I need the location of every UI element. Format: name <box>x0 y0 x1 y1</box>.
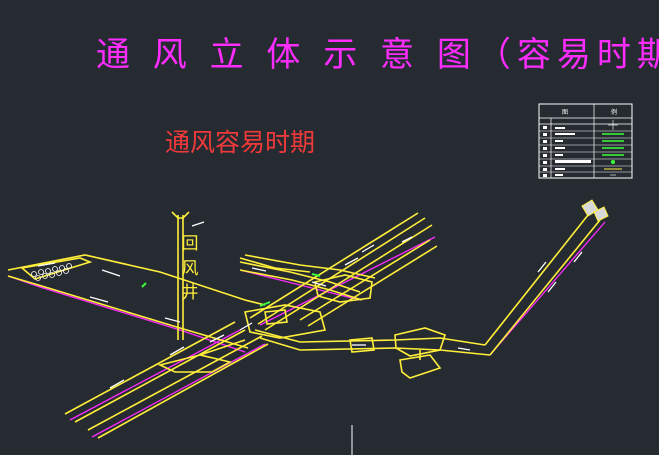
main-title: 通 风 立 体 示 意 图（容易时期） <box>96 35 659 75</box>
left-tunnel-end <box>20 257 93 280</box>
flow-arrow-1 <box>37 262 56 267</box>
regulator-1 <box>259 301 271 307</box>
left-junction-link <box>199 339 246 356</box>
regulator-marks <box>141 273 321 307</box>
flow-arrow-6 <box>169 346 185 356</box>
right-incline-right <box>489 219 601 356</box>
airflow-arrows <box>37 221 583 389</box>
junction-box-b <box>349 337 375 353</box>
central-chamber <box>244 304 327 339</box>
flow-arrow-2 <box>101 269 121 277</box>
upper-drift2-b <box>307 245 438 327</box>
front-drift-2-lower-edge <box>91 343 266 438</box>
trunk-bottom <box>259 337 491 356</box>
flow-arrow-14 <box>537 261 547 273</box>
regulator-2 <box>311 273 321 277</box>
flow-arrow-4 <box>164 317 181 323</box>
upper-drift-a <box>249 212 419 319</box>
mid-drift-a <box>239 261 361 293</box>
front-drift2-b <box>97 343 269 439</box>
right-chamber <box>394 327 447 357</box>
working-face-hatch <box>31 263 72 281</box>
legend-table: 图 例 <box>538 103 633 179</box>
sub-title: 通风容易时期 <box>165 128 316 157</box>
flow-arrow-16 <box>573 251 583 263</box>
left-tunnel-bottom <box>7 275 249 349</box>
front-drift2-a <box>87 335 263 431</box>
flow-arrow-12 <box>251 267 267 272</box>
fan-station-icon <box>581 199 609 222</box>
flow-arrow-8 <box>239 322 253 331</box>
flow-arrow-18 <box>457 347 471 351</box>
shaft-head <box>171 211 190 219</box>
flow-arrow-3 <box>89 296 109 303</box>
upper-drift-lower-edge <box>259 236 436 326</box>
left-junction <box>157 354 233 373</box>
junction-box-a <box>264 309 288 325</box>
front-drift-lower-edge <box>69 329 241 421</box>
flow-arrow-13 <box>311 281 327 287</box>
mid-drift-b <box>239 269 363 301</box>
upper-drift-c <box>264 224 433 331</box>
tunnel-yellow-lines <box>7 211 601 439</box>
shaft-label-char-3: 井 <box>181 283 199 303</box>
flow-arrow-5 <box>109 379 125 389</box>
shaft-label-char-2: 风 <box>181 259 199 279</box>
flow-arrow-15 <box>547 281 557 293</box>
tunnel-magenta-lines <box>7 221 606 438</box>
lower-chamber <box>399 354 442 379</box>
flow-arrow-11 <box>361 244 375 253</box>
regulator-3 <box>141 282 147 288</box>
legend-header-right: 例 <box>611 108 617 116</box>
flow-arrow-9 <box>344 257 359 266</box>
shaft-label-char-1: 回 <box>181 234 199 254</box>
front-drift-a <box>64 321 236 415</box>
upper-chamber <box>314 274 373 303</box>
flow-arrow-19 <box>191 221 205 227</box>
flow-arrow-7 <box>209 334 225 343</box>
mid-drift-c <box>244 254 376 279</box>
left-tunnel-top <box>7 254 266 306</box>
right-incline-lower-edge <box>489 221 606 356</box>
right-incline-left <box>484 214 589 346</box>
front-drift-b <box>74 329 246 423</box>
flow-arrow-10 <box>401 236 413 243</box>
legend-header-left: 图 <box>562 109 568 116</box>
upper-left-branch <box>239 257 311 273</box>
